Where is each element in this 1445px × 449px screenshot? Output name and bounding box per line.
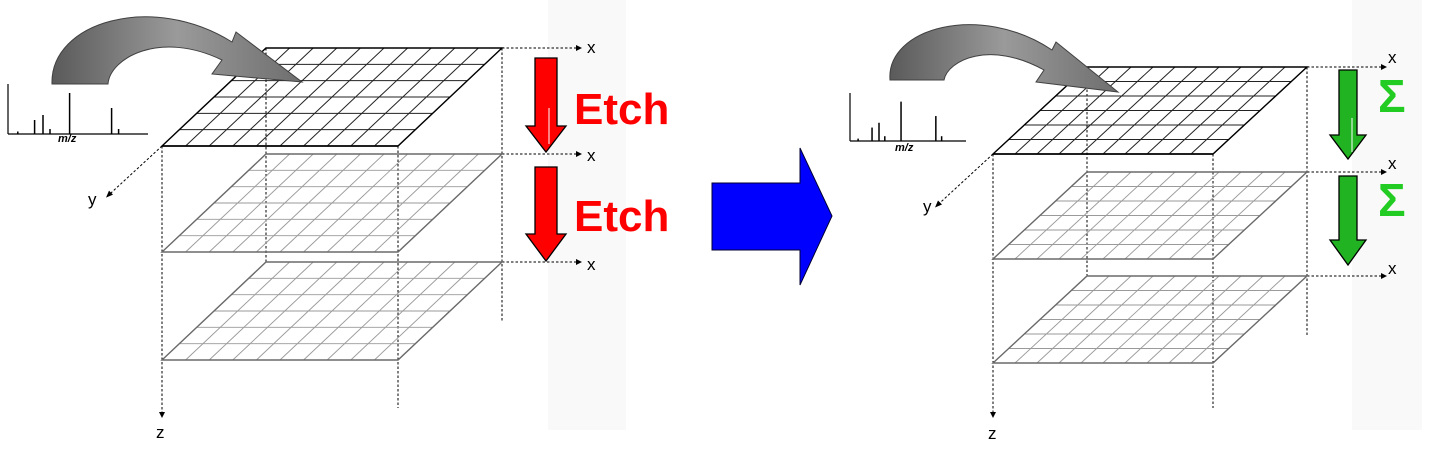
left-panel: m/z Etch Etch x x x y z — [7, 0, 669, 442]
grid-layer — [160, 153, 504, 253]
right-panel: m/z Σ Σ x x x y z — [849, 0, 1422, 443]
x-axis-label: x — [587, 38, 596, 57]
y-axis-label: y — [923, 197, 932, 216]
step-arrow-icon — [524, 57, 568, 154]
grid-layers — [991, 66, 1309, 364]
grid-layer — [991, 275, 1309, 364]
transition-arrow-icon — [711, 147, 833, 286]
z-axis-label: z — [988, 424, 997, 443]
cube-frame — [935, 64, 1387, 418]
sum-label: Σ — [1378, 70, 1406, 122]
sum-label: Σ — [1378, 174, 1406, 226]
x-axis-label: x — [1388, 259, 1397, 278]
x-axis-label: x — [1388, 154, 1397, 173]
grid-layer — [160, 261, 504, 361]
curved-arrow-icon — [889, 24, 1120, 93]
background-strip — [1352, 0, 1422, 430]
x-axis-label: x — [587, 146, 596, 165]
grid-layer — [160, 47, 504, 147]
background-strip — [548, 0, 626, 430]
grid-layer — [991, 66, 1309, 155]
step-arrow-icon — [1328, 69, 1368, 161]
spectrum-chart: m/z — [849, 93, 966, 154]
grid-layers — [160, 47, 504, 361]
grid-layer — [991, 171, 1309, 260]
spectrum-chart: m/z — [7, 84, 148, 145]
step-arrow-icon — [524, 166, 568, 263]
etch-label: Etch — [574, 85, 669, 134]
mz-label: m/z — [58, 133, 77, 145]
y-axis-label: y — [88, 190, 97, 209]
x-axis-label: x — [1388, 48, 1397, 67]
cube-frame — [106, 45, 582, 418]
x-axis-label: x — [587, 255, 596, 274]
step-arrow-icon — [1328, 175, 1368, 267]
curved-arrow-icon — [51, 16, 304, 85]
z-axis-label: z — [156, 423, 165, 442]
etch-label: Etch — [574, 192, 669, 241]
mz-label: m/z — [895, 142, 914, 154]
